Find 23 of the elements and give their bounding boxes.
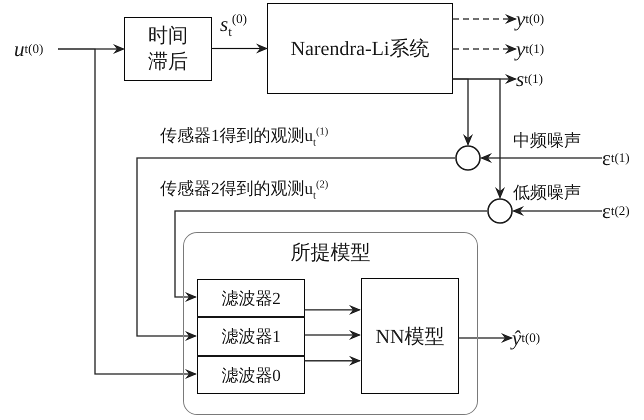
arrow — [174, 210, 487, 302]
arrow — [304, 304, 361, 315]
summing-circle — [455, 145, 481, 171]
arrow — [480, 153, 602, 163]
panel-title: 所提模型 — [290, 241, 370, 266]
arrow — [453, 44, 517, 54]
model-panel — [183, 232, 478, 415]
arrow — [458, 333, 513, 343]
summing-circle — [487, 198, 513, 224]
arrow — [58, 48, 197, 379]
filter-box: 滤波器0 — [197, 356, 305, 394]
model-box: NN模型 — [361, 278, 459, 394]
filter-box: 滤波器1 — [197, 317, 305, 356]
delay-box: 时间滞后 — [124, 17, 212, 81]
arrow — [304, 330, 361, 340]
arrow — [136, 157, 455, 341]
system-box: Narendra-Li系统 — [267, 3, 453, 94]
arrow — [304, 356, 361, 366]
filter-box: 滤波器2 — [197, 279, 305, 317]
arrow — [453, 78, 505, 199]
arrow — [212, 44, 268, 54]
arrow — [512, 206, 602, 216]
arrow — [453, 14, 517, 24]
